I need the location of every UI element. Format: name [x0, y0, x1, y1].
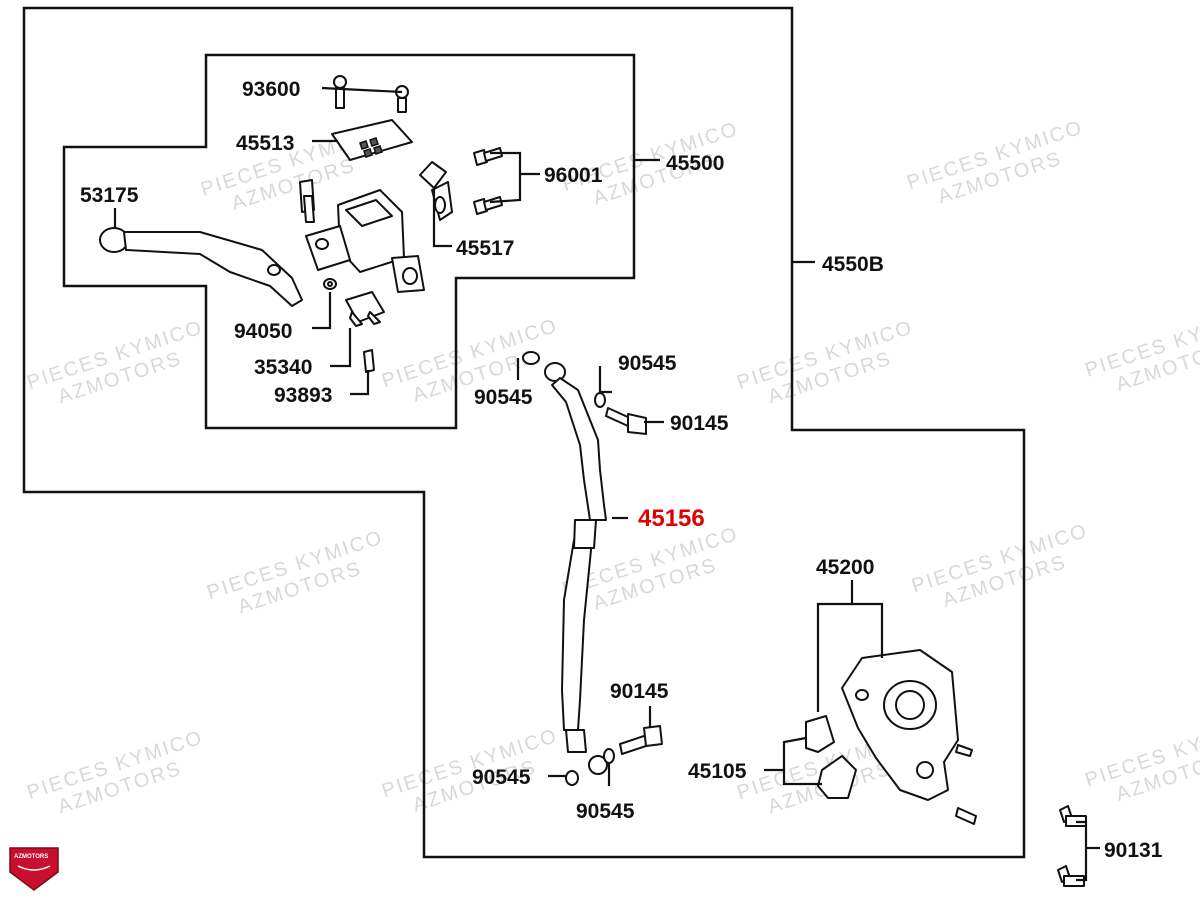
label-45156-highlighted[interactable]: 45156	[638, 505, 705, 532]
part-labels: 93600 45513 96001 45500 53175 45517 4550…	[80, 78, 1163, 862]
brake-pads-45105	[805, 715, 857, 799]
label-35340[interactable]: 35340	[254, 356, 312, 379]
logo-shield-icon	[9, 847, 59, 891]
label-90145-upper[interactable]: 90145	[670, 412, 729, 435]
label-90545-hose-top[interactable]: 90545	[474, 386, 533, 409]
banjo-bolt-90145-lower	[619, 725, 663, 755]
bolt-90131	[1057, 805, 1087, 887]
washer-90545-lower	[565, 748, 615, 786]
label-53175[interactable]: 53175	[80, 184, 139, 207]
label-45517[interactable]: 45517	[456, 237, 514, 260]
brake-hose-45156	[522, 351, 608, 775]
label-93893[interactable]: 93893	[274, 384, 332, 407]
washer-90545-upper-right	[594, 392, 606, 408]
label-90545-upper-right[interactable]: 90545	[618, 352, 677, 375]
bolt-96001	[473, 147, 503, 215]
azmotors-logo: AZMOTORS	[9, 847, 59, 891]
label-93600[interactable]: 93600	[242, 78, 300, 101]
label-94050[interactable]: 94050	[234, 320, 292, 343]
label-90131[interactable]: 90131	[1104, 839, 1163, 862]
brake-lever-53175	[99, 227, 303, 307]
logo-text: AZMOTORS	[14, 854, 48, 860]
screw-93600	[333, 75, 409, 113]
label-90545-lower-right[interactable]: 90545	[576, 800, 635, 823]
master-cylinder-body	[299, 179, 425, 293]
screw-93893	[363, 349, 375, 373]
label-45513[interactable]: 45513	[236, 132, 294, 155]
reservoir-cover-45513	[331, 119, 413, 161]
label-45500[interactable]: 45500	[666, 152, 724, 175]
brake-caliper-45200	[841, 649, 977, 825]
label-45200[interactable]: 45200	[816, 556, 874, 579]
assembly-frame-45500	[62, 53, 636, 430]
label-96001[interactable]: 96001	[544, 164, 603, 187]
label-90545-lower-left[interactable]: 90545	[472, 766, 531, 789]
label-90145-lower[interactable]: 90145	[610, 680, 669, 703]
label-45105[interactable]: 45105	[688, 760, 747, 783]
label-4550B[interactable]: 4550B	[822, 253, 884, 276]
banjo-bolt-90145-upper	[605, 407, 647, 435]
clamp-45517	[419, 161, 453, 221]
washer-94050	[323, 278, 337, 290]
leader-lines	[113, 86, 1100, 882]
assembly-frame-4550B	[22, 6, 1026, 859]
brake-switch-35340	[345, 291, 385, 327]
